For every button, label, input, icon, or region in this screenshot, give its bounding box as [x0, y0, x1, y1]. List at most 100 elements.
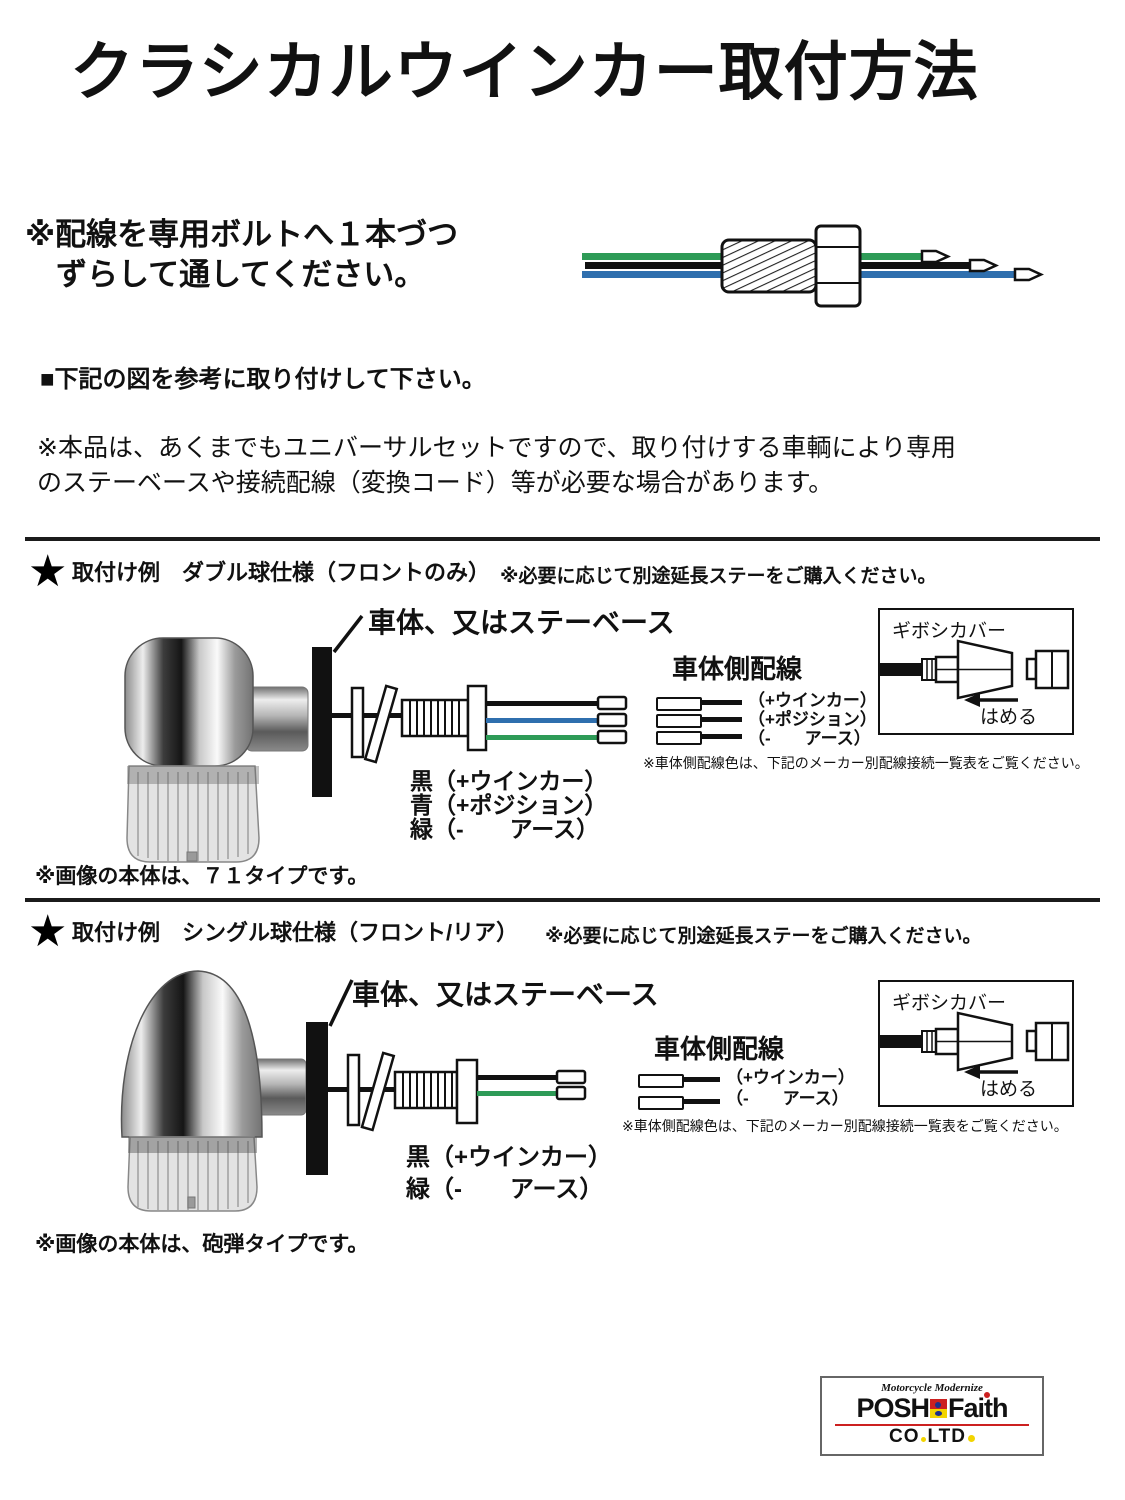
wire-black	[486, 701, 598, 706]
lamp-wire-label: 緑（- アース）	[406, 1176, 604, 1203]
giboshi-cover-box: ギボシカバー はめる	[878, 608, 1074, 735]
vehicle-wire-stub	[682, 1077, 720, 1082]
section-divider	[25, 537, 1100, 541]
vehicle-wire-stub	[700, 734, 742, 739]
vehicle-wire-stub	[700, 717, 742, 722]
bullet-terminal	[596, 695, 628, 711]
mount-wiring-diagram-2	[306, 979, 587, 1175]
universal-set-note-line1: ※本品は、あくまでもユニバーサルセットですので、取り付けする車輌により専用	[37, 434, 956, 462]
stem-wire	[328, 1087, 395, 1092]
bullet-terminal	[920, 249, 952, 264]
wire-black	[477, 1075, 557, 1080]
socket-tab	[1025, 657, 1038, 681]
stay-plate	[306, 1022, 328, 1175]
lamp-chrome-cap	[124, 637, 254, 767]
vehicle-wire-label: （+ウインカー）	[748, 691, 877, 710]
stay-base-label: 車体、又はステーベース	[352, 979, 659, 1010]
bolt-wiring-note-line1: ※配線を専用ボルトへ１本づつ	[25, 217, 459, 252]
terminal-ferrule	[921, 1030, 937, 1053]
lock-nut	[455, 1058, 479, 1125]
mount-wiring-diagram-1	[312, 614, 628, 797]
washer	[350, 686, 365, 759]
wire-blue	[486, 718, 598, 723]
stay-base-label: 車体、又はステーベース	[368, 607, 675, 638]
wire-black	[880, 1035, 922, 1048]
stay-plate	[312, 647, 332, 797]
logo-period-dot	[921, 1437, 927, 1442]
vehicle-wire-stub	[682, 1099, 720, 1104]
giboshi-cover-box: ギボシカバー はめる	[878, 980, 1074, 1107]
lock-nut	[466, 684, 488, 752]
lamp-lens	[127, 1136, 258, 1212]
pointer-line	[332, 614, 364, 654]
bullet-terminal	[968, 258, 1000, 273]
lamp-body-note: ※画像の本体は、７１タイプです。	[35, 865, 369, 888]
logo-posh-text: POSH	[856, 1393, 930, 1423]
figure-reference-note: ■下記の図を参考に取り付けして下さい。	[40, 366, 486, 393]
fit-action-label: はめる	[980, 707, 1038, 728]
vehicle-wiring-title: 車体側配線	[672, 654, 803, 684]
logo-period-dot	[968, 1435, 976, 1442]
logo-brand-name: POSH Faith	[822, 1392, 1042, 1423]
vehicle-terminal	[638, 1074, 684, 1088]
vehicle-wire-stub	[700, 700, 742, 705]
spring-washer	[363, 684, 399, 764]
star-icon: ★	[28, 907, 68, 956]
giboshi-cover-title: ギボシカバー	[892, 621, 1007, 642]
vehicle-terminal	[638, 1096, 684, 1110]
vehicle-terminal	[656, 731, 702, 745]
section1-note: ※必要に応じて別途延長ステーをご購入ください。	[500, 566, 937, 587]
giboshi-cover-diagram	[880, 639, 1070, 707]
logo-underline	[835, 1424, 1029, 1426]
lamp-lens	[126, 765, 260, 863]
giboshi-cover-title: ギボシカバー	[892, 993, 1007, 1014]
bullet-terminal	[555, 1085, 587, 1101]
logo-tagline: Motorcycle Modernize	[881, 1382, 983, 1394]
socket-tab	[1025, 1029, 1038, 1053]
section-divider	[25, 898, 1100, 902]
lamp-body-note: ※画像の本体は、砲弾タイプです。	[35, 1233, 369, 1256]
lamp-wire-label: 青（+ポジション）	[410, 792, 608, 818]
vehicle-wire-label: （- アース）	[726, 1089, 849, 1108]
terminal-ferrule	[921, 658, 937, 681]
bolt-hex-head	[814, 224, 862, 308]
wiring-color-note: ※車体側配線色は、下記のメーカー別配線接続一覧表をご覧ください。	[622, 1118, 1068, 1134]
pointer-line	[328, 979, 354, 1027]
bolt-wiring-diagram	[582, 224, 1045, 308]
giboshi-cover-diagram	[880, 1011, 1070, 1079]
lamp-illustration-bullet-type	[120, 970, 307, 1212]
wire-green	[477, 1091, 557, 1096]
faith-i-dot-icon	[984, 1392, 991, 1398]
vehicle-wire-label: （- アース）	[748, 729, 871, 748]
vehicle-terminal	[656, 697, 702, 711]
lamp-chrome-dome	[120, 970, 263, 1138]
spring-washer	[360, 1051, 396, 1132]
vehicle-wire-label: （+ポジション）	[748, 710, 877, 729]
vehicle-wiring-title: 車体側配線	[654, 1034, 785, 1064]
wire-green	[486, 735, 598, 740]
lamp-wire-label: 緑（- アース）	[410, 816, 600, 842]
star-icon: ★	[28, 547, 68, 596]
page-title: クラシカルウインカー取付方法	[70, 36, 979, 108]
bolt-wiring-note-line2: ずらして通してください。	[56, 257, 426, 292]
bullet-terminal	[555, 1069, 587, 1085]
stem-wire	[332, 713, 402, 718]
lamp-stem	[245, 686, 309, 752]
bullet-terminal	[596, 729, 628, 745]
section2-note: ※必要に応じて別途延長ステーをご購入ください。	[545, 926, 982, 947]
lamp-illustration-71type	[124, 637, 309, 863]
lamp-wire-label: 黒（+ウインカー）	[410, 768, 608, 794]
section1-title: 取付け例 ダブル球仕様（フロントのみ）	[72, 560, 491, 585]
fit-action-label: はめる	[980, 1079, 1038, 1100]
threaded-bolt-shaft	[720, 238, 818, 294]
section2-title: 取付け例 シングル球仕様（フロント/リア）	[72, 920, 519, 945]
vehicle-terminal	[656, 714, 702, 728]
bullet-terminal	[596, 712, 628, 728]
vehicle-wire-label: （+ウインカー）	[726, 1068, 855, 1087]
wire-black	[880, 663, 922, 676]
bullet-terminal	[1013, 267, 1045, 282]
threaded-shaft	[393, 1070, 459, 1110]
